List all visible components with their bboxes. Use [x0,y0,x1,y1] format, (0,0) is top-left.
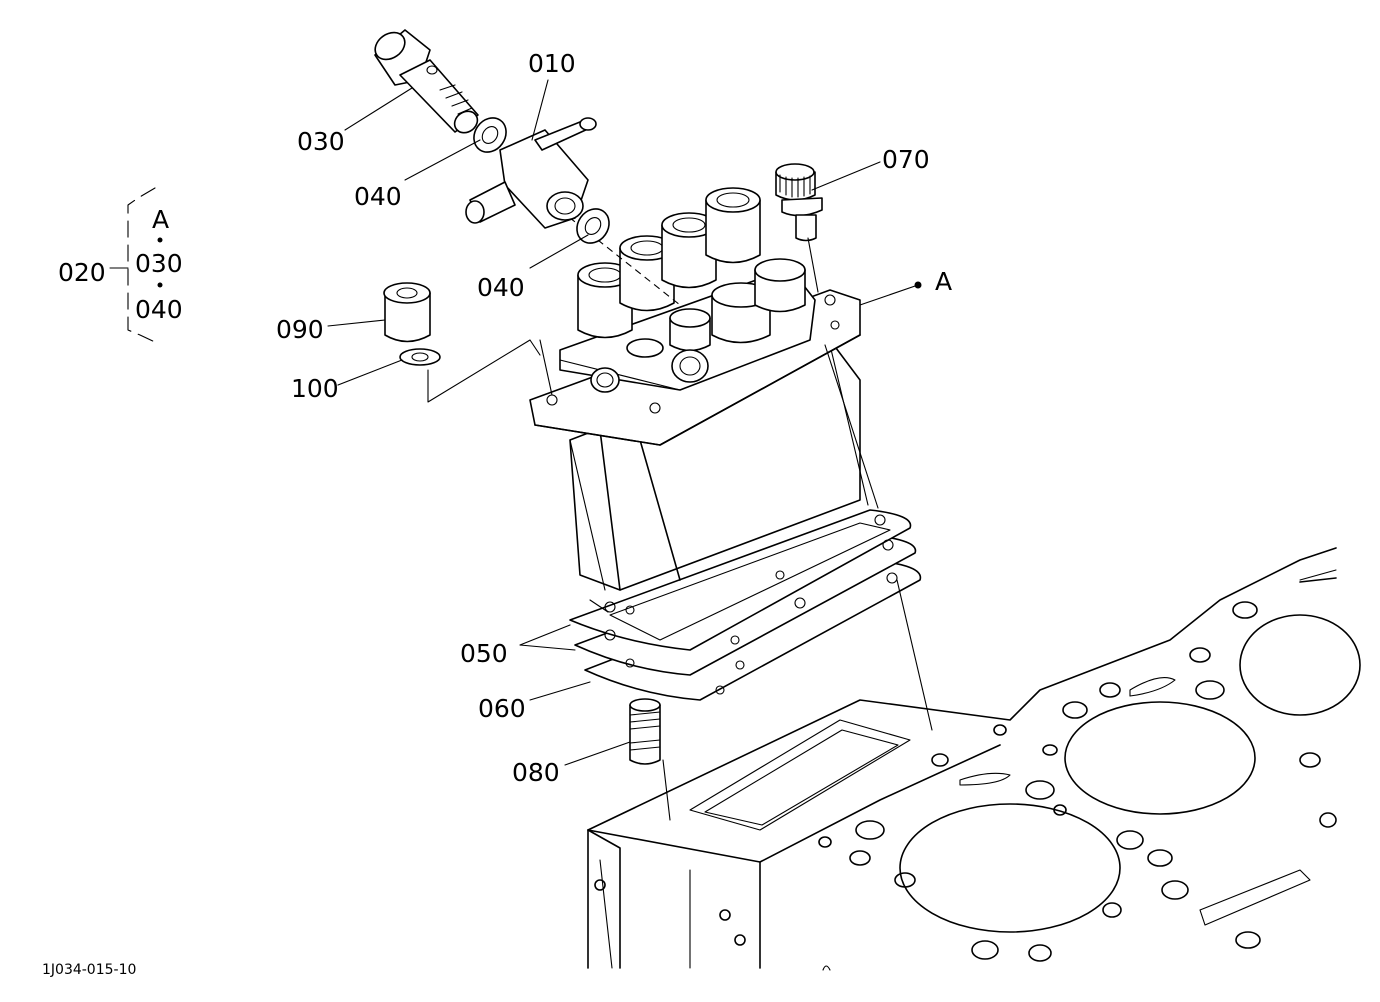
spacer-and-washer [383,282,441,366]
group-dot-2 [157,282,163,288]
group-020-mark: A [152,205,169,234]
label-090[interactable]: 090 [276,315,324,344]
ref-dot [914,281,922,289]
leader-lines [109,79,881,766]
engine-block [587,547,1361,971]
label-040-upper[interactable]: 040 [354,182,402,211]
label-030[interactable]: 030 [297,127,345,156]
stud-bolt [629,698,661,765]
label-040-lower[interactable]: 040 [477,273,525,302]
gasket-stack [569,509,922,701]
label-010[interactable]: 010 [528,49,576,78]
copper-washers [473,117,610,244]
label-080[interactable]: 080 [512,758,560,787]
injection-pump [529,187,869,591]
group-020-item-030: 030 [135,249,183,278]
label-020[interactable]: 020 [58,258,106,287]
banjo-bolt [374,29,479,134]
label-070[interactable]: 070 [882,145,930,174]
label-050[interactable]: 050 [460,639,508,668]
guide-lines [427,237,933,821]
label-ref-a: A [935,267,952,296]
hex-socket-bolt [775,163,823,242]
group-dot-1 [157,237,163,243]
group-020-item-040: 040 [135,295,183,324]
group-bracket [127,187,156,343]
label-100[interactable]: 100 [291,374,339,403]
label-060[interactable]: 060 [478,694,526,723]
banjo-fitting [465,117,597,229]
delivery-valve-holders [577,187,806,393]
diagram-id: 1J034-015-10 [42,962,136,978]
